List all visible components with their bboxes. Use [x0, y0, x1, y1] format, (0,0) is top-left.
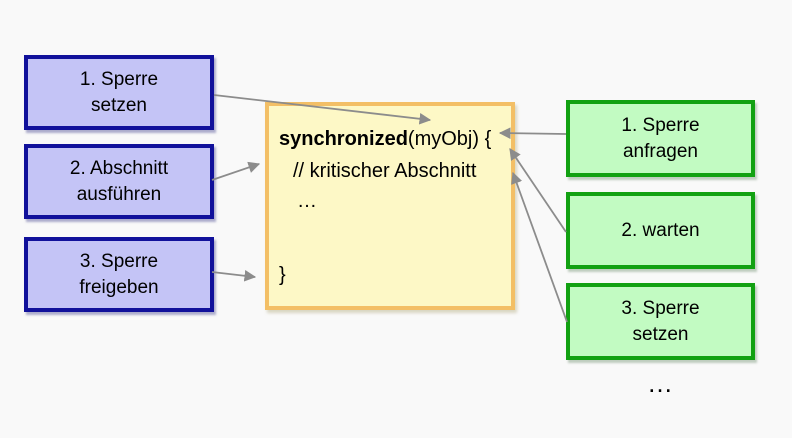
right-step-box-3-line-2: setzen — [632, 323, 689, 345]
left-step-box-1-line-2: setzen — [91, 94, 147, 116]
right-step-box-2: 2. warten — [566, 192, 755, 269]
arrow-left3-to-closing-brace — [211, 269, 257, 282]
right-step-box-1-line-1: 1. Sperre — [621, 114, 700, 136]
left-step-box-1: 1. Sperre setzen — [24, 55, 214, 130]
left-step-box-3-line-1: 3. Sperre — [79, 250, 159, 272]
right-step-box-1: 1. Sperre anfragen — [566, 100, 755, 177]
arrow-left2-to-comment — [211, 161, 261, 181]
right-step-box-3: 3. Sperre setzen — [566, 283, 755, 360]
right-step-box-1-line-2: anfragen — [622, 140, 698, 162]
right-step-box-3-line-1: 3. Sperre — [621, 297, 700, 319]
code-line-synchronized: synchronized(myObj) { — [279, 128, 491, 151]
arrow-right2-to-brace — [509, 148, 567, 233]
code-line1-rest: (myObj) { — [407, 128, 492, 150]
more-steps-ellipsis: … — [647, 368, 674, 398]
code-keyword: synchronized — [279, 128, 408, 150]
code-line-comment: // kritischer Abschnitt — [293, 160, 477, 182]
code-line-closing-brace: } — [279, 264, 286, 286]
left-step-box-1-line-1: 1. Sperre — [79, 68, 159, 90]
arrow-right3-to-brace — [511, 171, 568, 323]
left-step-box-3: 3. Sperre freigeben — [24, 237, 214, 312]
left-step-box-3-line-2: freigeben — [79, 276, 159, 298]
right-step-box-2-line-1: 2. warten — [621, 219, 700, 241]
code-box: synchronized(myObj) { // kritischer Absc… — [265, 102, 515, 310]
code-line-ellipsis: … — [297, 190, 317, 212]
left-step-box-2: 2. Abschnitt ausführen — [24, 144, 214, 219]
left-step-box-2-line-1: 2. Abschnitt — [69, 157, 169, 179]
left-step-box-2-line-2: ausführen — [76, 183, 162, 205]
